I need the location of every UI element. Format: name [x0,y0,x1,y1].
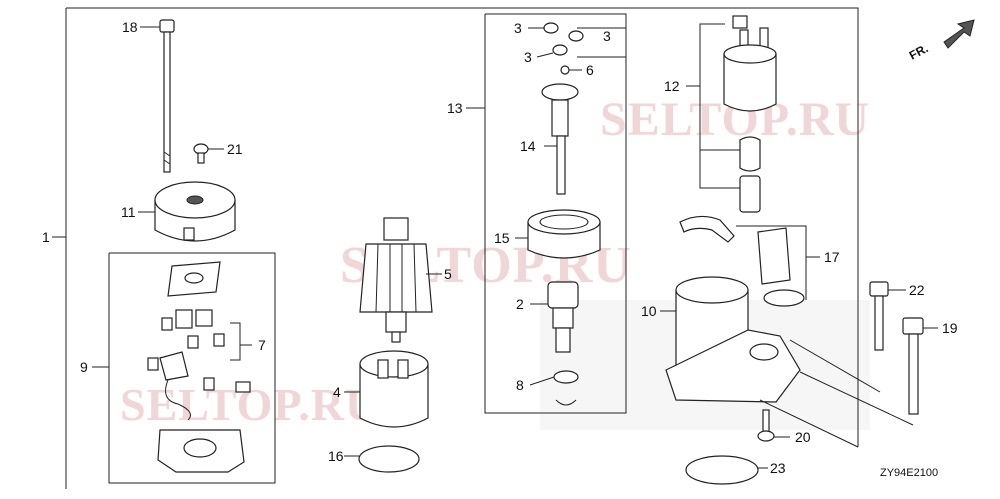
diagram-code: ZY94E2100 [880,467,938,479]
callout-1: 1 [42,229,50,245]
solenoid-12 [686,15,777,213]
callout-3c: 3 [524,49,532,65]
gasket-23 [685,455,768,485]
callout-22: 22 [909,282,925,298]
callout-12: 12 [664,78,680,94]
rear-cover-11 [138,181,236,242]
group-13-frame [466,13,627,414]
bolt-19 [902,317,938,415]
front-housing-10 [660,276,801,403]
callout-23: 23 [770,460,786,476]
fr-label: FR. [907,41,931,62]
pinion-shaft-14 [541,83,579,195]
callout-18: 18 [122,19,138,35]
callout-7: 7 [258,337,266,353]
bolt-22 [869,281,906,351]
callout-3a: 3 [514,20,522,36]
leader-lines [759,339,914,448]
callout-labels: 1 18 21 11 9 7 5 4 16 13 3 3 3 6 14 15 2… [42,19,958,476]
bolt-20 [757,409,790,442]
group-9-frame [92,252,276,484]
screw-21 [193,143,224,164]
callout-5: 5 [444,266,452,282]
callout-4: 4 [333,384,341,400]
callout-13: 13 [447,100,463,116]
callout-20: 20 [795,429,811,445]
through-bolt-18 [140,19,175,173]
gasket-16 [344,445,420,473]
pinion-gear-2 [530,281,579,353]
collar-8 [529,370,579,406]
callout-16: 16 [328,448,344,464]
callout-8: 8 [516,377,524,393]
callout-17: 17 [824,249,840,265]
callout-6: 6 [586,62,594,78]
yoke-4 [344,350,429,428]
ball-6 [560,65,582,75]
lever-17 [679,215,820,307]
nuts-3 [528,22,584,58]
callout-11: 11 [121,204,136,220]
callout-14: 14 [520,138,536,154]
callout-2: 2 [516,296,524,312]
armature-5 [359,217,442,343]
assembly-frame [52,7,859,489]
callout-21: 21 [227,141,243,157]
callout-3b: 3 [603,28,611,44]
front-direction-marker: FR. [907,19,975,63]
brush-holder-group-9 [147,261,252,473]
callout-9: 9 [80,359,88,375]
callout-15: 15 [494,230,510,246]
callout-19: 19 [942,320,958,336]
internal-gear-15 [515,209,601,259]
callout-10: 10 [641,303,657,319]
